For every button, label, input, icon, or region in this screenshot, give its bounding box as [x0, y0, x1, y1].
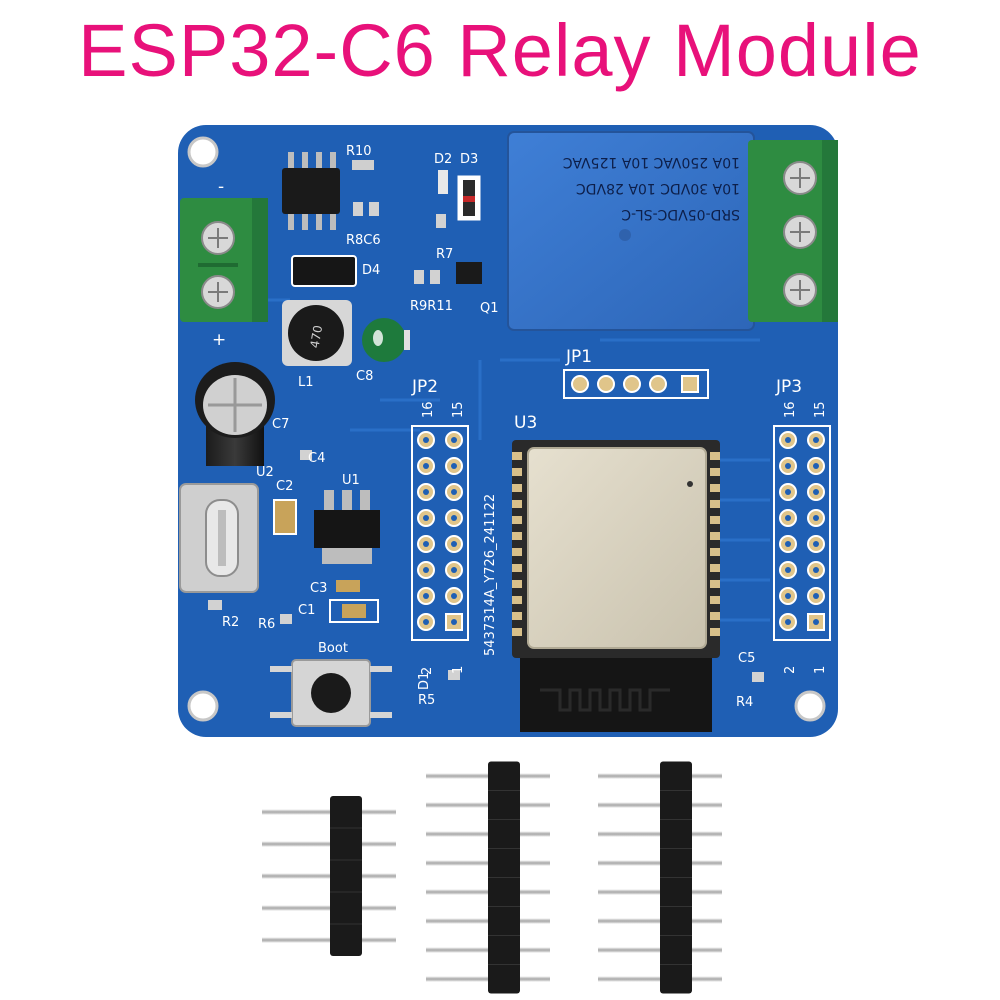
esp32-c6-module — [512, 440, 720, 732]
r7-label: R7 — [436, 247, 453, 262]
jp2-pin2-label: 2 — [420, 667, 435, 675]
jp2-pin1-label: 1 — [451, 666, 466, 674]
r4-label: R4 — [736, 695, 753, 710]
pin-header-5pin — [262, 796, 396, 956]
power-terminal-block — [180, 198, 268, 322]
c1-label: C1 — [298, 603, 315, 618]
jp3-pin1-label: 1 — [813, 666, 828, 674]
c3-label: C3 — [310, 581, 327, 596]
board-version-text: 5437314A_Y726_241122 — [483, 494, 498, 656]
jp1-header — [563, 369, 709, 399]
jp2-pin16-label: 16 — [421, 401, 436, 418]
l1-label: L1 — [298, 375, 314, 390]
c8-label: C8 — [356, 369, 373, 384]
inductor-l1: 470 — [282, 300, 352, 366]
c7-label: C7 — [272, 417, 289, 432]
boot-button[interactable] — [270, 659, 392, 727]
mounting-hole — [187, 136, 219, 168]
capacitor-c7 — [195, 362, 275, 466]
r6-label: R6 — [258, 617, 275, 632]
jp1-label: JP1 — [565, 347, 592, 367]
c5-label: C5 — [738, 651, 755, 666]
d4-label: D4 — [362, 263, 380, 278]
relay: SRD-05VDC-SL-C 10A 30VDC 10A 28VDC 10A 2… — [507, 131, 755, 331]
jp2-label: JP2 — [411, 377, 438, 397]
pin-header-8pin — [426, 761, 550, 994]
jp3-pin2-label: 2 — [783, 666, 798, 674]
relay-rating-text: 10A 30VDC 10A 28VDC — [576, 180, 740, 196]
relay-terminal-block — [748, 140, 838, 322]
c4-label: C4 — [308, 451, 325, 466]
relay-rating-text: 10A 250VAC 10A 125VAC — [563, 154, 740, 170]
inductor-marking: 470 — [307, 324, 325, 349]
r9r11-label: R9R11 — [410, 299, 453, 314]
relay-model-text: SRD-05VDC-SL-C — [621, 206, 740, 222]
pin-header-8pin — [598, 761, 722, 994]
jp3-pin16-label: 16 — [783, 401, 798, 418]
jp2-header — [411, 425, 469, 641]
minus-label: - — [218, 177, 224, 197]
u2-label: U2 — [256, 465, 274, 480]
r2-label: R2 — [222, 615, 239, 630]
u3-label: U3 — [514, 413, 537, 433]
r10-label: R10 — [346, 144, 372, 159]
mounting-hole — [187, 690, 219, 722]
page-title: ESP32-C6 Relay Module — [78, 9, 922, 92]
usb-c-port — [179, 483, 259, 593]
q1-label: Q1 — [480, 301, 499, 316]
r5-label: R5 — [418, 693, 435, 708]
regulator-u1 — [314, 490, 380, 564]
capacitor-c8 — [362, 318, 406, 362]
r8c6-label: R8C6 — [346, 233, 381, 248]
jp2-pin15-label: 15 — [451, 401, 466, 418]
ic-soic8 — [282, 152, 340, 230]
c2-label: C2 — [276, 479, 293, 494]
boot-label: Boot — [318, 641, 348, 656]
jp3-header — [773, 425, 831, 641]
d3-label: D3 — [460, 152, 478, 167]
u1-label: U1 — [342, 473, 360, 488]
plus-label: + — [212, 330, 226, 350]
mounting-hole — [794, 690, 826, 722]
d2-label: D2 — [434, 152, 452, 167]
jp3-label: JP3 — [775, 377, 802, 397]
d1-label: D1 — [417, 672, 432, 690]
diode-d4 — [291, 255, 357, 287]
jp3-pin15-label: 15 — [813, 401, 828, 418]
